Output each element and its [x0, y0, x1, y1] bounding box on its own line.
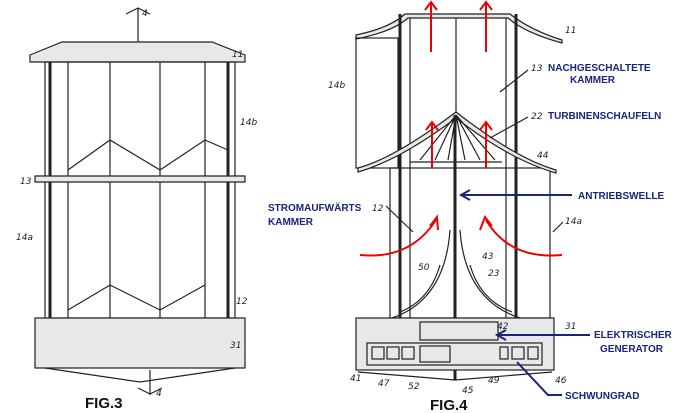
label-generator-1: ELEKTRISCHER — [594, 330, 673, 341]
fig4-ref-downstream: 13 — [531, 64, 543, 74]
label-upstream-chamber-1: STROMAUFWÄRTS — [268, 201, 362, 214]
fig4-drawing — [355, 0, 590, 396]
label-generator-2: GENERATOR — [600, 344, 664, 355]
fig3-ref-lower-wall: 14a — [16, 233, 33, 243]
section-marker-top: 4 — [142, 9, 148, 19]
label-turbine-blades: TURBINENSCHAUFELN — [548, 111, 661, 122]
label-flywheel: SCHWUNGRAD — [565, 391, 639, 402]
fig4-ref-upper-wall: 14b — [328, 81, 345, 91]
fig4-ref-upstream: 12 — [372, 204, 384, 214]
fig4-ref-cap: 11 — [565, 26, 576, 36]
fig4-caption: FIG.4 — [430, 397, 468, 413]
fig4-ref-42: 42 — [497, 322, 509, 332]
fig3-ref-upstream: 12 — [236, 297, 248, 307]
label-drive-shaft: ANTRIEBSWELLE — [578, 191, 664, 202]
fig4-ref-skirt: 44 — [537, 151, 549, 161]
fig4-ref-base: 31 — [565, 322, 576, 332]
fig4-ref-49: 49 — [488, 376, 500, 386]
fig4-ref-46: 46 — [555, 376, 567, 386]
label-downstream-chamber-1: NACHGESCHALTETE — [548, 63, 651, 74]
fig3-caption: FIG.3 — [85, 395, 123, 412]
fig3-drawing — [29, 7, 246, 395]
fig4-ref-blades: 22 — [531, 112, 543, 122]
label-downstream-chamber-2: KAMMER — [570, 75, 616, 86]
fig3-ref-base: 31 — [230, 341, 241, 351]
fig4-labels: NACHGESCHALTETE KAMMER TURBINENSCHAUFELN… — [268, 63, 673, 402]
fig4-ref-lower-wall: 14a — [565, 217, 582, 227]
label-upstream-chamber-2: KAMMER — [268, 217, 314, 228]
fig4-ref-45: 45 — [462, 386, 474, 396]
fig3-ref-cap: 11 — [232, 50, 243, 60]
fig3-ref-upper-wall: 14b — [240, 118, 257, 128]
fig4-ref-47: 47 — [378, 379, 390, 389]
fig4-ref-41: 41 — [350, 374, 361, 384]
fig4-ref-52: 52 — [408, 382, 420, 392]
fig4-ref-50: 50 — [418, 263, 430, 273]
fig4-ref-43: 43 — [482, 252, 494, 262]
fig3-ref-downstream: 13 — [20, 177, 32, 187]
fig4-refs: 11 14b 13 22 44 12 14a 43 50 23 42 31 41… — [328, 26, 582, 396]
fig4-ref-23: 23 — [488, 269, 500, 279]
section-marker-bottom: 4 — [156, 389, 162, 399]
